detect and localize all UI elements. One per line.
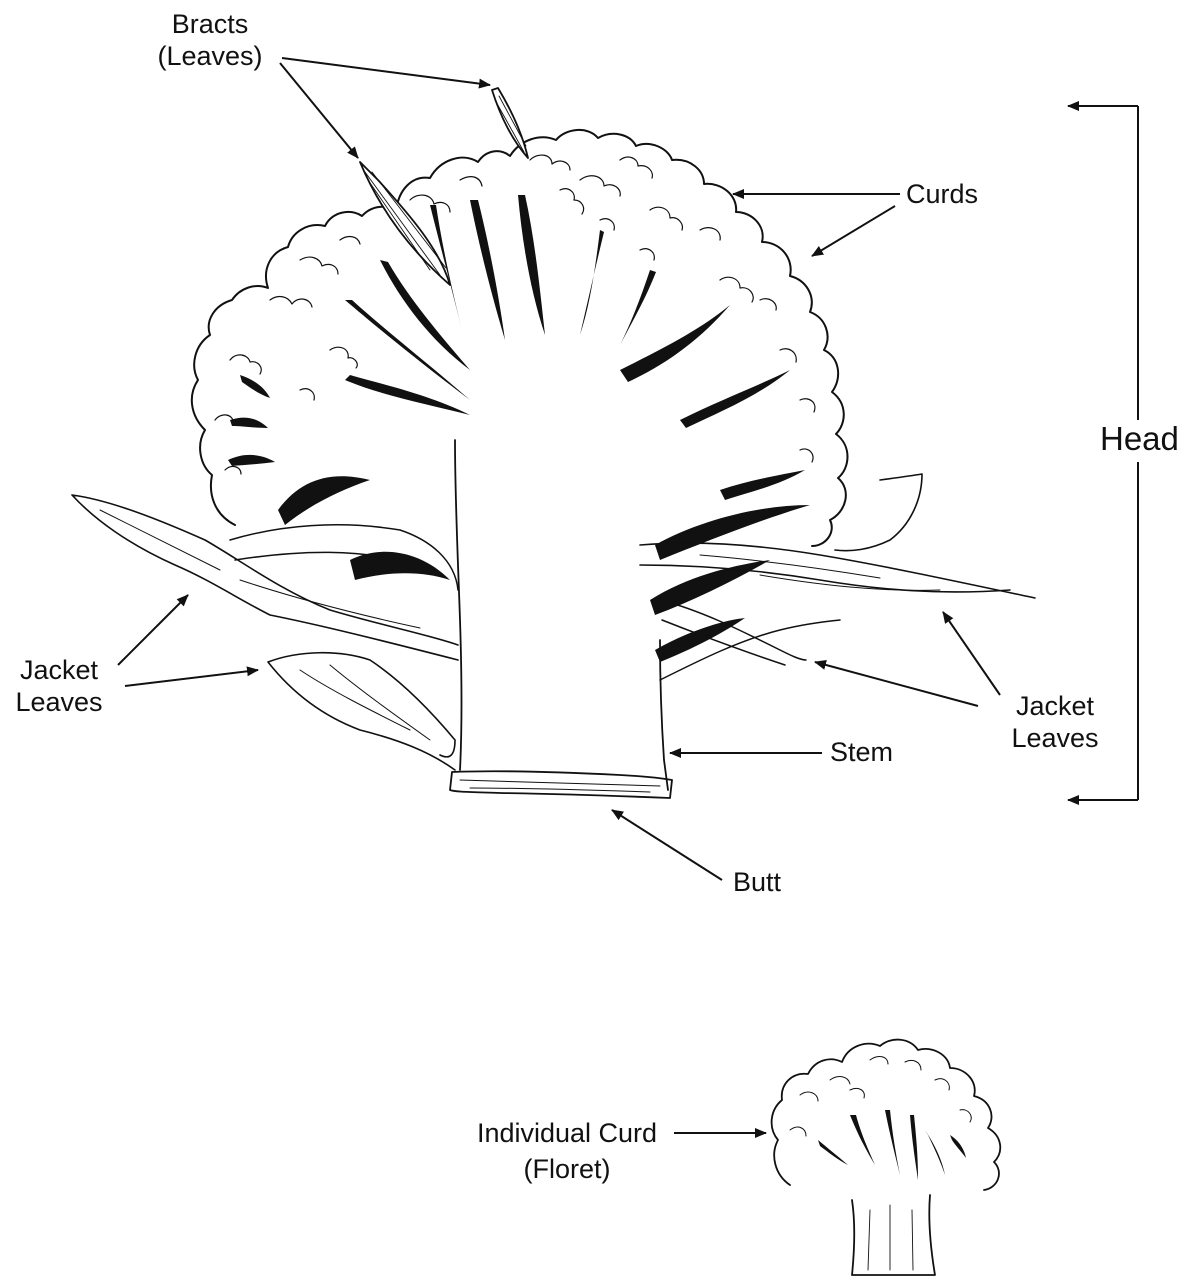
floret-stem — [852, 1195, 935, 1275]
floret-curd-outline — [772, 1040, 1001, 1190]
butt-texture — [460, 780, 660, 792]
label-jacket-left-line1: Jacket — [4, 654, 114, 686]
label-jacket-right-line2: Leaves — [1000, 722, 1110, 754]
label-jacket-leaves-right: Jacket Leaves — [1000, 690, 1110, 754]
stem-cavities — [228, 195, 810, 662]
label-jacket-left-line2: Leaves — [4, 686, 114, 718]
butt-arrow — [612, 810, 722, 880]
curds-arrow-lower — [812, 206, 895, 256]
label-jacket-leaves-left: Jacket Leaves — [4, 654, 114, 718]
floret-cavities — [818, 1110, 966, 1180]
label-butt: Butt — [733, 866, 781, 898]
label-bracts-line2: (Leaves) — [140, 40, 280, 72]
label-head: Head — [1100, 420, 1179, 458]
label-stem: Stem — [830, 736, 893, 768]
label-individual-curd: Individual Curd (Floret) — [462, 1117, 672, 1185]
jacket-leaf-left-lower-veins — [300, 665, 430, 740]
jacket-left-arrow-lower — [125, 670, 258, 686]
jacket-right-arrow-upper — [943, 612, 1000, 695]
jacket-left-arrow-upper — [118, 595, 188, 665]
label-bracts-line1: Bracts — [140, 8, 280, 40]
floret-curd-texture — [790, 1057, 971, 1136]
butt — [450, 771, 672, 798]
jacket-leaf-left-middle — [230, 525, 458, 590]
label-bracts: Bracts (Leaves) — [140, 8, 280, 72]
jacket-leaf-right-tip — [835, 474, 922, 551]
jacket-leaf-right-lower — [660, 600, 806, 665]
floret-stem-lines — [868, 1205, 913, 1270]
bract-right — [492, 88, 528, 158]
jacket-right-arrow-lower — [815, 662, 978, 706]
label-jacket-right-line1: Jacket — [1000, 690, 1110, 722]
jacket-leaf-left-lower — [268, 653, 455, 770]
label-individual-curd-line2: (Floret) — [462, 1153, 672, 1185]
leader-lines — [118, 58, 1000, 1133]
bracts-arrow-left — [280, 63, 358, 158]
label-individual-curd-line1: Individual Curd — [462, 1117, 672, 1149]
jacket-leaf-left-upper — [72, 495, 458, 660]
label-curds: Curds — [906, 178, 978, 210]
individual-floret — [772, 1040, 1001, 1275]
stem-outline — [455, 440, 668, 790]
curd-texture — [215, 155, 815, 474]
bracts-arrow-right — [282, 58, 490, 85]
